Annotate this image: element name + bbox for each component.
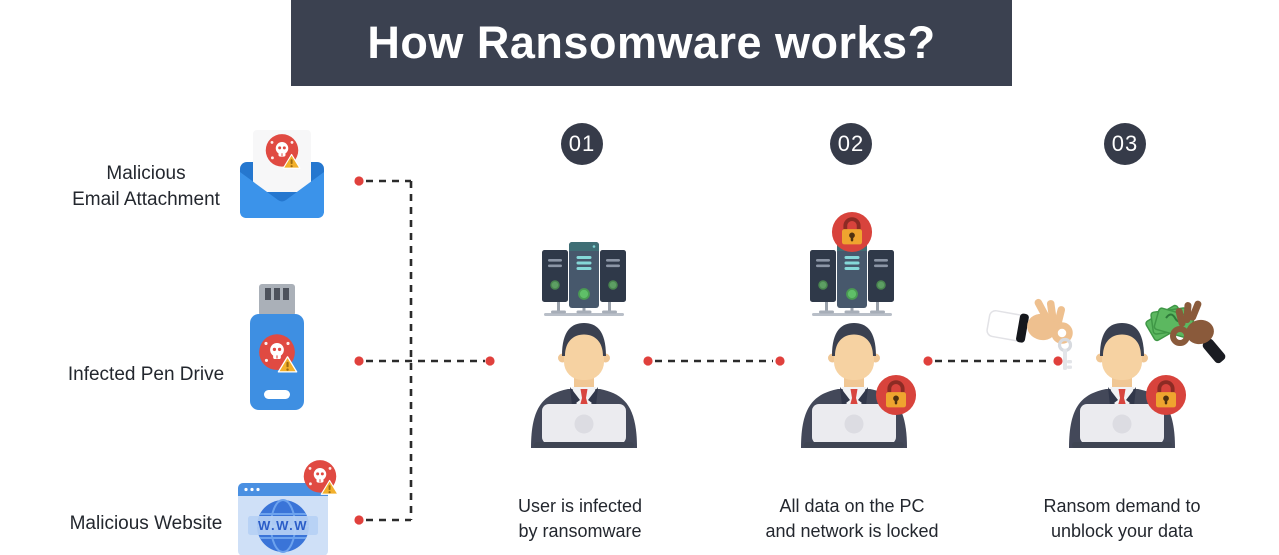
money-hand-icon	[1145, 300, 1226, 364]
lock-badge-icon	[831, 211, 873, 253]
malicious-email-icon	[240, 130, 324, 218]
step-caption-1: User is infected by ransomware	[517, 496, 643, 542]
lock-badge-icon	[875, 374, 917, 416]
source-label-pendrive: Infected Pen Drive	[67, 364, 225, 385]
source-label-website: Malicious Website	[69, 513, 223, 534]
step-caption-3: Ransom demand to unblock your data	[1043, 496, 1201, 542]
step-number-badge-2: 02	[830, 123, 872, 165]
www-text: W.W.W	[258, 518, 308, 533]
source-label-email: Malicious Email Attachment	[72, 163, 220, 210]
user-laptop-icon	[524, 318, 644, 448]
step-number-badge-1: 01	[561, 123, 603, 165]
key-hand-icon	[986, 298, 1073, 370]
server-icon	[540, 240, 628, 318]
malicious-website-icon: W.W.W	[238, 459, 339, 555]
infected-pen-drive-icon	[250, 284, 304, 410]
lock-badge-icon	[1145, 374, 1187, 416]
header-banner: How Ransomware works?	[291, 0, 1012, 86]
step-caption-2: All data on the PC and network is locked	[765, 496, 939, 542]
page-title: How Ransomware works?	[367, 17, 936, 68]
step-number-badge-3: 03	[1104, 123, 1146, 165]
